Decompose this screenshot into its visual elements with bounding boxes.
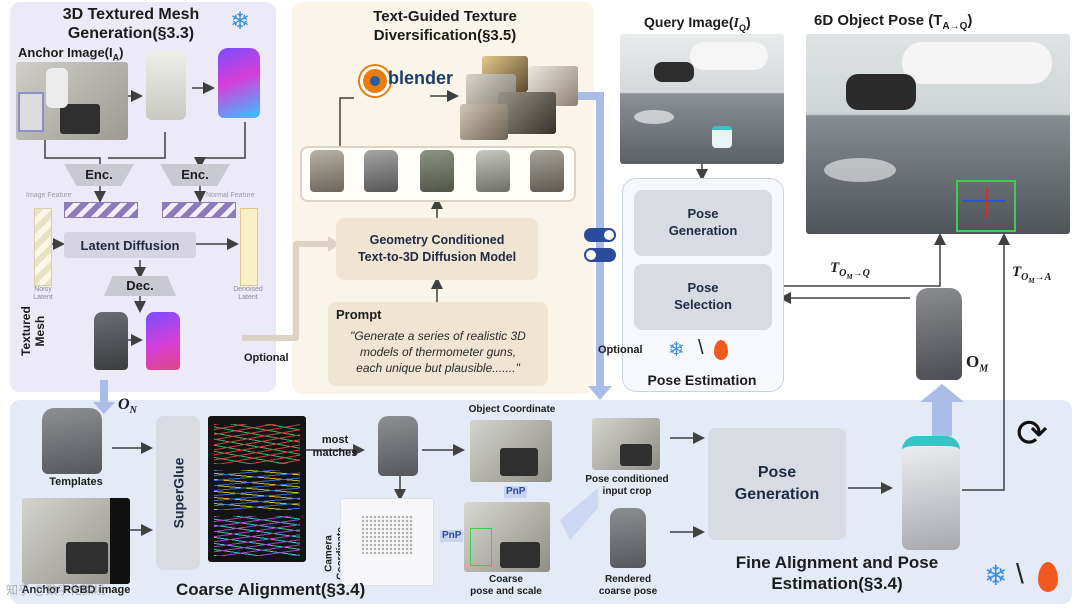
inset-thumbnail (18, 92, 44, 132)
thermometer-shape (46, 68, 68, 108)
mesh-panel-title: 3D Textured Mesh (62, 6, 200, 23)
mesh-panel-subtitle: Generation(§3.3) (67, 25, 195, 42)
fine-alignment-label: Fine Alignment and Pose Estimation(§3.4) (735, 553, 939, 594)
query-image (620, 34, 784, 164)
t-om-q-label: TOM→Q (830, 260, 870, 281)
refresh-cycle-icon: ⟳ (1016, 413, 1048, 455)
snowflake-icon: ❄ (984, 560, 1008, 591)
model-variant-3 (420, 150, 454, 192)
prompt-box (328, 302, 548, 386)
normal-feature-label: Normal Feature (206, 192, 255, 199)
result-image (806, 34, 1070, 234)
result-glass-bowl (824, 158, 896, 182)
snowflake-icon: ❄ (668, 339, 685, 361)
pose-conditioned-label: Pose conditioned input crop (585, 474, 669, 497)
query-image-title: Query Image(IQ) (644, 14, 751, 33)
object-coordinate-label: Object Coordinate (468, 404, 556, 415)
divider-slash: \ (1016, 558, 1024, 589)
textured-mesh-label: Textured Mesh (19, 306, 47, 356)
rendered-variant-5 (460, 104, 508, 140)
divider-slash: \ (698, 337, 704, 359)
pose-generation-box-bottom: Pose Generation (708, 428, 846, 540)
anchor-rgbd-image (22, 498, 130, 584)
coarse-alignment-label: Coarse Alignment(§3.4) (176, 580, 366, 599)
encoder-right-label: Enc. (181, 167, 209, 182)
best-template (378, 416, 418, 476)
segmented-object (146, 50, 186, 120)
anchor-image (16, 62, 128, 140)
pnp-label-1: PnP (504, 486, 528, 498)
result-title: 6D Object Pose (TA→Q) (814, 12, 973, 32)
query-thermometer-shape (712, 126, 732, 148)
robot-arm-shape (690, 42, 768, 70)
robot-hand-shape (654, 62, 694, 82)
normal-feature-bar (162, 202, 236, 218)
decoder-label: Dec. (126, 278, 154, 293)
encoder-left-label: Enc. (85, 167, 113, 182)
flame-icon (1038, 562, 1058, 592)
model-variant-5 (530, 150, 564, 192)
most-matches-label: most matches (312, 434, 358, 459)
result-robot-arm (902, 42, 1052, 84)
superglue-box: SuperGlue (156, 416, 200, 570)
pnp-label-2: PnP (440, 530, 464, 542)
om-object-render (916, 288, 962, 380)
pose-bounding-box (956, 180, 1016, 232)
model-variant-2 (364, 150, 398, 192)
blender-logo-icon (360, 66, 390, 96)
model-variant-1 (310, 150, 344, 192)
object-coordinate-image (470, 420, 552, 482)
on-label: ON (118, 396, 137, 417)
encoder-left (64, 164, 134, 186)
denoised-latent-label: Denoised Latent (233, 286, 263, 302)
glass-bowl-shape (634, 110, 674, 124)
encoder-right (160, 164, 230, 186)
decoder (104, 276, 176, 296)
textured-mesh-gray (94, 312, 128, 370)
noisy-latent-label: Noisy Latent (33, 286, 53, 302)
rendered-coarse-label: Rendered coarse pose (598, 574, 658, 597)
textured-mesh-color (146, 312, 180, 370)
diffusion-model-box: Geometry Conditioned Text-to-3D Diffusio… (336, 218, 538, 280)
templates-label: Templates (49, 476, 103, 488)
noisy-latent-bar (34, 208, 52, 286)
anchor-rgbd-label: Anchor RGBD image (21, 584, 131, 596)
blender-wordmark: blender (388, 68, 454, 88)
result-robot-hand (846, 74, 916, 110)
prompt-text: "Generate a series of realistic 3D model… (350, 329, 526, 376)
template-render (42, 408, 102, 474)
coarse-pose-image (464, 502, 550, 572)
latent-diffusion-box: Latent Diffusion (64, 232, 196, 258)
model-variant-4 (476, 150, 510, 192)
rendered-coarse-object (610, 508, 646, 568)
om-label: OM (966, 352, 989, 375)
denoised-latent-bar (240, 208, 258, 286)
toggle-switch-icon (584, 228, 616, 264)
texture-panel-subtitle: Diversification(§3.5) (373, 27, 517, 44)
pose-estimation-label: Pose Estimation (647, 372, 757, 388)
pose-selection-box: Pose Selection (634, 264, 772, 330)
anchor-image-label: Anchor Image(IA) (18, 45, 124, 63)
texture-optional-label: Optional (244, 352, 289, 364)
pose-generation-box-top: Pose Generation (634, 190, 772, 256)
camera-coordinate-plot (340, 498, 434, 586)
pose-optional-label: Optional (598, 344, 643, 356)
t-om-a-label: TOM→A (1012, 264, 1052, 285)
calculator-shape (60, 104, 100, 134)
matches-visualization (208, 416, 306, 562)
pose-conditioned-crop (592, 418, 660, 470)
snowflake-icon: ❄ (230, 8, 251, 35)
image-feature-bar (64, 202, 138, 218)
texture-panel-title: Text-Guided Texture (373, 8, 517, 25)
normal-map-object (218, 48, 260, 118)
fine-result-object (902, 436, 960, 550)
watermark: 知乎 @数字化探境 (6, 583, 106, 597)
prompt-title: Prompt (336, 307, 382, 322)
flame-icon (714, 340, 728, 360)
coarse-pose-label: Coarse pose and scale (470, 574, 542, 597)
image-feature-label: Image Feature (26, 192, 72, 199)
